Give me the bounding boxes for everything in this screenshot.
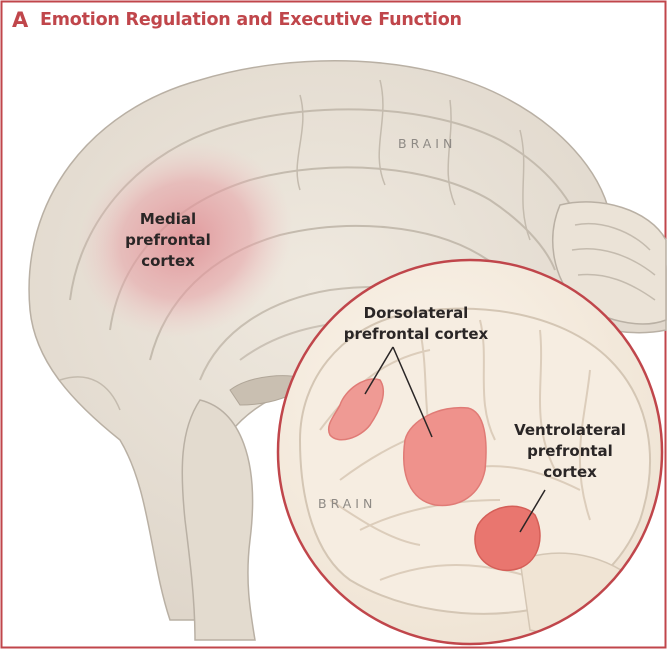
- medial-prefrontal-label: Medial prefrontal cortex: [118, 209, 218, 272]
- panel-letter: A: [12, 8, 28, 32]
- inset-brain-label: BRAIN: [318, 496, 376, 511]
- ventrolateral-label: Ventrolateral prefrontal cortex: [500, 420, 640, 483]
- dorsolateral-label: Dorsolateral prefrontal cortex: [336, 303, 496, 345]
- panel-title: Emotion Regulation and Executive Functio…: [40, 10, 462, 30]
- medial-brain-label: BRAIN: [398, 136, 456, 151]
- dorsolateral-region-large: [404, 408, 486, 506]
